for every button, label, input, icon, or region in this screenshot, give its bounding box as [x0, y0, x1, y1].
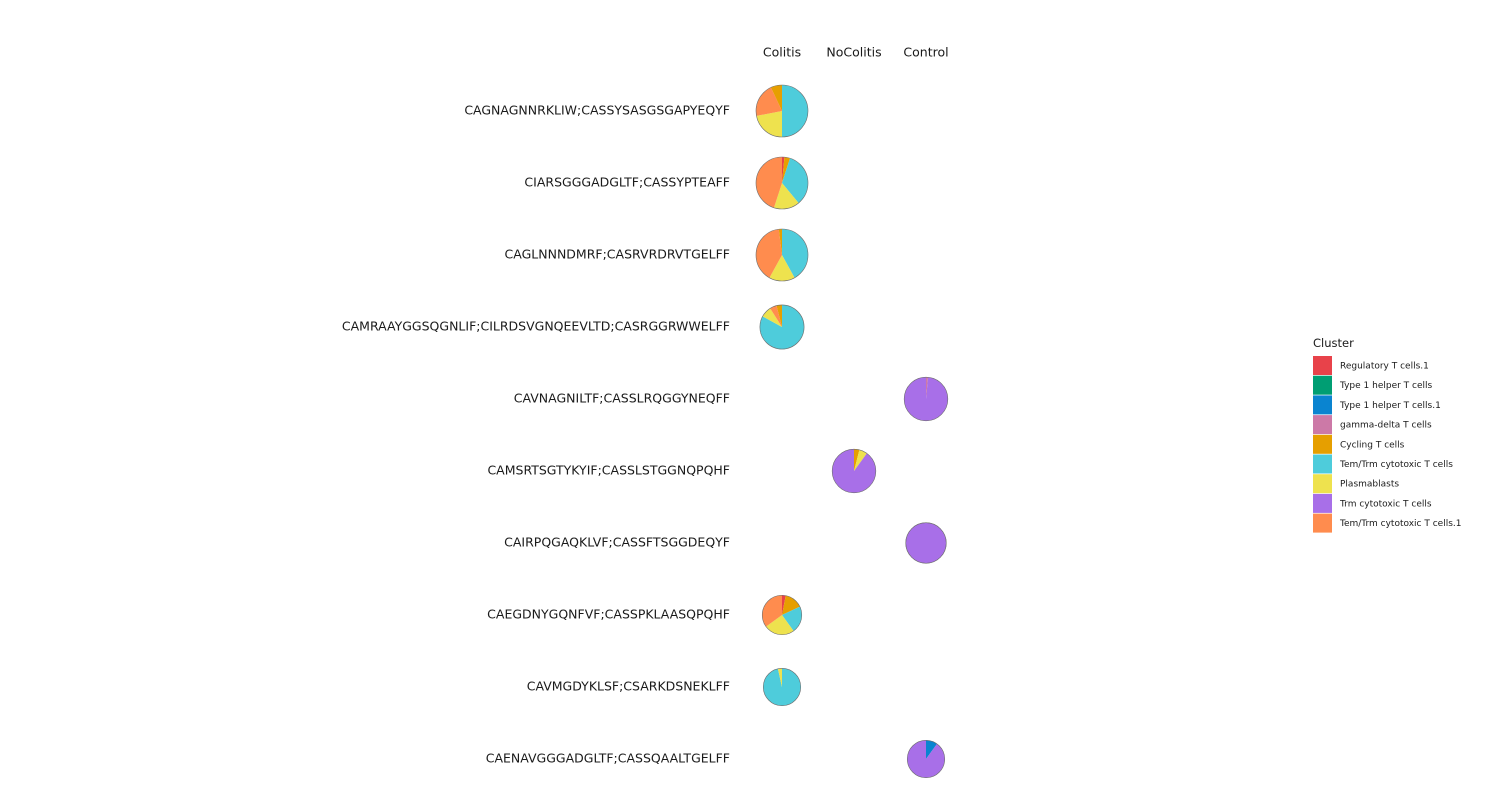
pie-outline	[755, 156, 809, 210]
pie	[755, 228, 809, 282]
pie-slice	[776, 304, 782, 327]
row-labels: CAGNAGNNRKLIW;CASSYSASGSGAPYEQYF CIARSGGG…	[342, 103, 730, 766]
pie	[903, 376, 949, 422]
column-header: Control	[903, 45, 948, 60]
row-label: CAGLNNNDMRF;CASRVRDRVTGELFF	[505, 247, 730, 262]
legend-label: Cycling T cells	[1340, 440, 1405, 450]
row-label: CAMRAAYGGSQGNLIF;CILRDSVGNQEEVLTD;CASRGG…	[342, 319, 730, 334]
row-label: CAVNAGNILTF;CASSLRQGGYNEQFF	[514, 391, 730, 406]
legend-label: Plasmablasts	[1340, 480, 1399, 490]
pie-slice	[756, 111, 782, 137]
legend-swatch	[1313, 415, 1332, 435]
pie-outline	[831, 448, 877, 494]
pie-slice	[773, 183, 799, 209]
pie-slice	[770, 305, 782, 327]
pie-outline	[905, 522, 947, 564]
legend-label: Type 1 helper T cells.1	[1339, 401, 1441, 411]
row-label: CAIRPQGAQKLVF;CASSFTSGGDEQYF	[504, 535, 730, 550]
pie-slice	[755, 87, 782, 116]
pies	[755, 84, 949, 779]
pie	[762, 667, 802, 707]
pie-slice	[762, 308, 782, 327]
pie-slice	[782, 229, 808, 278]
row-label: CIARSGGGADGLTF;CASSYPTEAFF	[524, 175, 730, 190]
pie-slice	[770, 85, 782, 111]
legend-label: Tem/Trm cytotoxic T cells	[1339, 460, 1453, 470]
row-label: CAENAVGGGADGLTF;CASSQAALTGELFF	[486, 751, 730, 766]
pie-slice	[756, 229, 782, 278]
row-label: CAVMGDYKLSF;CSARKDSNEKLFF	[527, 679, 730, 694]
pie-slice	[926, 740, 938, 759]
legend-swatch	[1313, 395, 1332, 415]
legend-swatch	[1313, 493, 1332, 513]
column-header: NoColitis	[826, 45, 881, 60]
legend-label: Trm cytotoxic T cells	[1339, 499, 1432, 509]
pie	[905, 522, 947, 564]
column-header: Colitis	[763, 45, 801, 60]
pie	[759, 304, 805, 350]
legend-swatch	[1313, 356, 1332, 375]
pie-outline	[761, 594, 803, 636]
pie	[906, 739, 946, 779]
legend-swatch	[1313, 375, 1332, 395]
row-label: CAEGDNYGQNFVF;CASSPKLAASQPQHF	[487, 607, 730, 622]
pie-slice	[777, 668, 782, 687]
column-headers: Colitis NoColitis Control	[763, 45, 949, 60]
legend-label: Regulatory T cells.1	[1340, 362, 1429, 372]
pie-outline	[762, 667, 802, 707]
pie-slice	[778, 229, 782, 255]
legend-swatch	[1313, 474, 1332, 494]
pie-slice	[782, 157, 791, 183]
pie-slice	[782, 595, 786, 615]
pie-slice	[782, 157, 785, 183]
pie-slice	[782, 158, 808, 204]
pie-slice	[782, 85, 808, 137]
pie-slice	[904, 377, 948, 421]
pie	[755, 84, 809, 138]
row-label: CAMSRTSGTYKYIF;CASSLSTGGNQPQHF	[487, 463, 730, 478]
legend-swatch	[1313, 513, 1332, 533]
pie	[761, 594, 803, 636]
pie-slice	[769, 255, 795, 281]
pie-outline	[906, 739, 946, 779]
pie-slice	[907, 740, 945, 778]
pie-slice	[782, 595, 800, 615]
legend-label: Tem/Trm cytotoxic T cells.1	[1339, 519, 1461, 529]
pie-slice	[854, 449, 867, 471]
pie-outline	[755, 228, 809, 282]
pie-slice	[832, 449, 876, 493]
pie-outline	[759, 304, 805, 350]
pie-slice	[766, 615, 794, 635]
pie-slice	[854, 449, 860, 471]
legend-label: Type 1 helper T cells	[1339, 381, 1433, 391]
pie	[755, 156, 809, 210]
pie-slice	[756, 157, 782, 208]
legend-swatch	[1313, 434, 1332, 454]
pie-outline	[755, 84, 809, 138]
legend-swatch	[1313, 454, 1332, 474]
pie	[831, 448, 877, 494]
legend-label: gamma-delta T cells	[1340, 421, 1432, 431]
legend-title: Cluster	[1313, 336, 1354, 350]
pie-outline	[903, 376, 949, 422]
row-label: CAGNAGNNRKLIW;CASSYSASGSGAPYEQYF	[464, 103, 730, 118]
pie-slice	[926, 377, 929, 399]
pie-slice	[782, 606, 802, 631]
pie-slice	[762, 595, 782, 627]
